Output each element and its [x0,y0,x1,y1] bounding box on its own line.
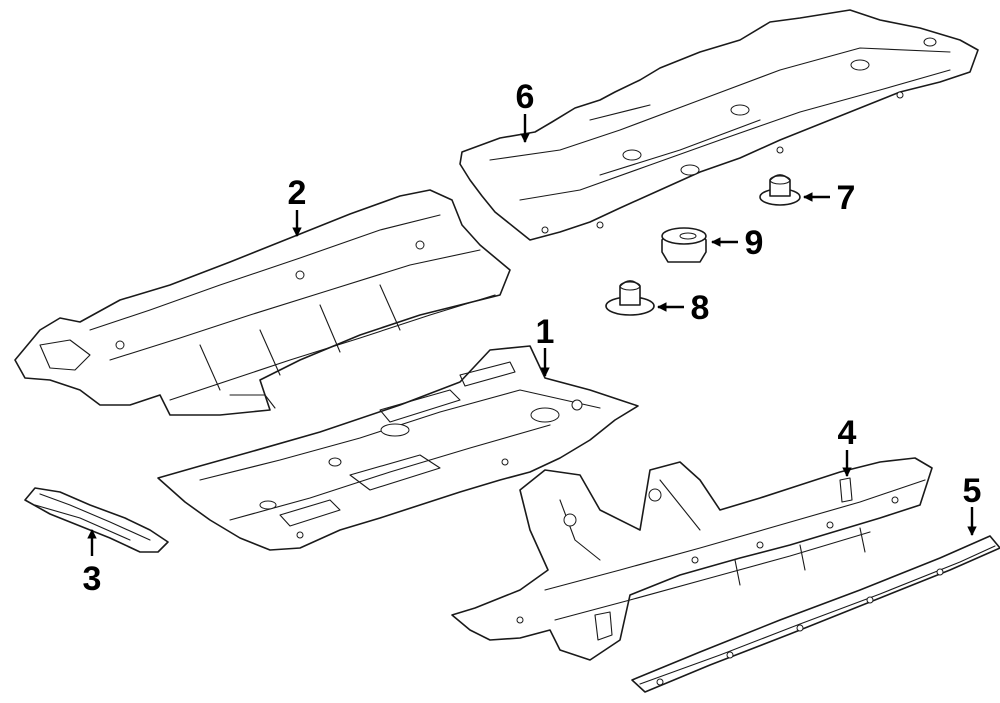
callout-1: 1 [536,313,555,351]
leader-lines [87,114,977,556]
callout-labels: 1 2 3 4 5 6 7 8 9 [83,78,982,598]
callout-4: 4 [838,414,857,452]
callout-6: 6 [516,78,535,116]
part-6-floor-undercover[interactable] [459,9,979,241]
part-9-nut[interactable] [661,227,707,263]
part-5-rocker-panel[interactable] [631,535,1000,693]
part-1-front-floor-pan[interactable] [157,345,639,551]
callout-8: 8 [691,289,710,327]
part-2-floor-tunnel[interactable] [14,189,511,416]
callout-9: 9 [745,224,764,262]
part-4-side-sill-assembly[interactable] [451,457,933,661]
part-8-clip[interactable] [605,280,655,316]
callout-7: 7 [837,179,856,217]
callout-5: 5 [963,472,982,510]
callout-3: 3 [83,560,102,598]
part-3-cross-member[interactable] [24,487,169,553]
part-7-clip[interactable] [759,174,801,206]
callout-2: 2 [288,174,307,212]
